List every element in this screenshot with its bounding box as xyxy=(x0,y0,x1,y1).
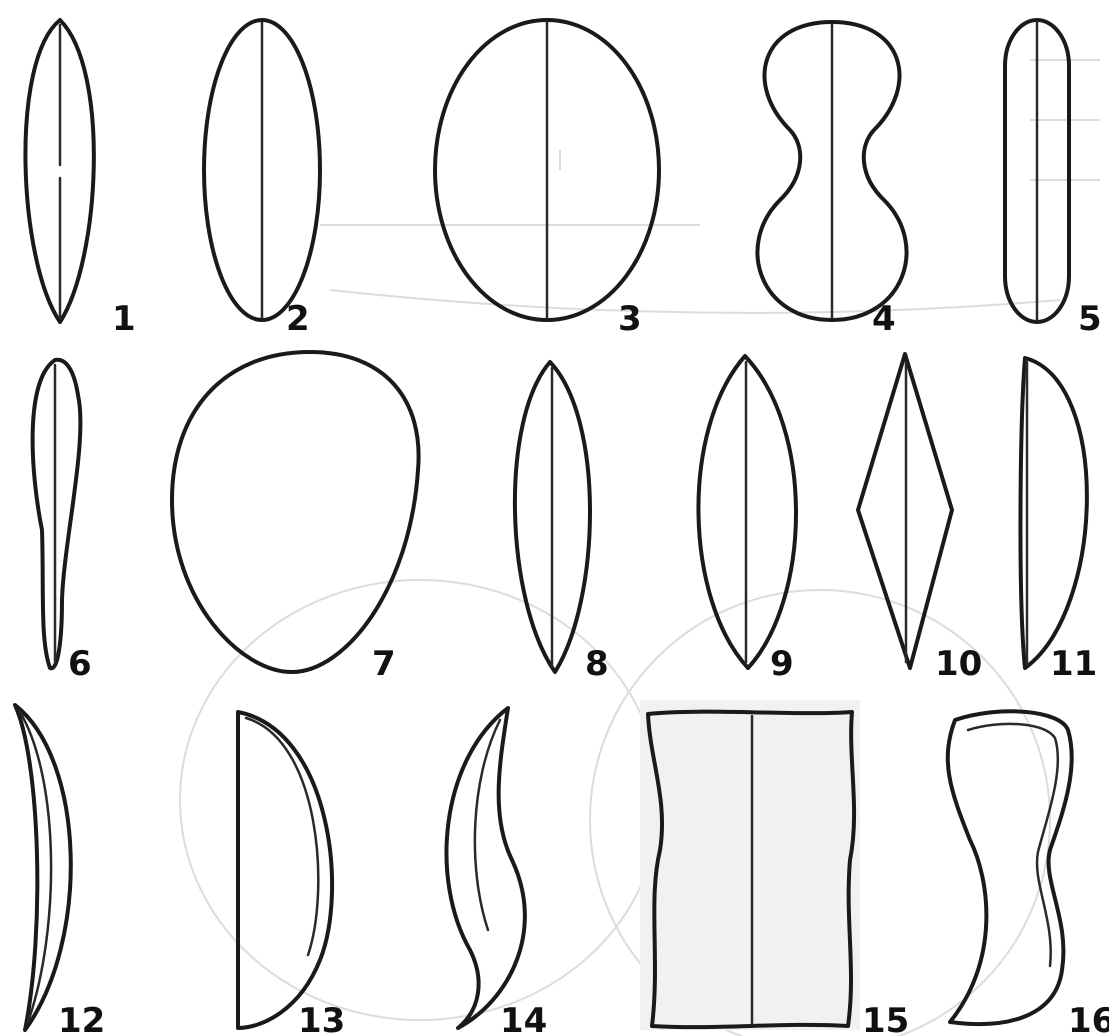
shape-13-label: 13 xyxy=(298,1001,345,1036)
shape-7-outline xyxy=(172,352,419,672)
shape-16-label: 16 xyxy=(1068,1001,1109,1036)
shape-6-label: 6 xyxy=(68,644,92,684)
shape-3-outline xyxy=(435,20,659,320)
shape-3-label: 3 xyxy=(618,299,642,339)
shape-13-outline xyxy=(238,712,332,1028)
shape-16-outline xyxy=(948,711,1072,1024)
shape-10-label: 10 xyxy=(935,644,982,684)
shape-15-label: 15 xyxy=(862,1001,909,1036)
shape-10-outline xyxy=(858,354,952,668)
shape-4-label: 4 xyxy=(872,299,896,339)
shape-9-outline xyxy=(698,356,796,668)
shape-11-label: 11 xyxy=(1050,644,1097,684)
shape-1-outline xyxy=(25,20,93,322)
shape-5-outline xyxy=(1005,20,1069,322)
shape-1-label: 1 xyxy=(112,299,136,339)
shape-7-label: 7 xyxy=(372,644,396,684)
shape-8-label: 8 xyxy=(585,644,609,684)
shape-12-outline xyxy=(15,705,71,1030)
shape-9-label: 9 xyxy=(770,644,794,684)
shape-6-outline xyxy=(33,360,81,669)
shape-8-outline xyxy=(515,362,590,672)
shape-14-outline xyxy=(446,708,524,1028)
shape-4-outline xyxy=(757,22,906,320)
shape-12-label: 12 xyxy=(58,1001,105,1036)
shape-11-outline xyxy=(1020,358,1086,668)
shape-14-label: 14 xyxy=(500,1001,547,1036)
shape-5-label: 5 xyxy=(1078,299,1102,339)
shape-2-outline xyxy=(204,20,320,320)
shape-2-label: 2 xyxy=(286,299,310,339)
